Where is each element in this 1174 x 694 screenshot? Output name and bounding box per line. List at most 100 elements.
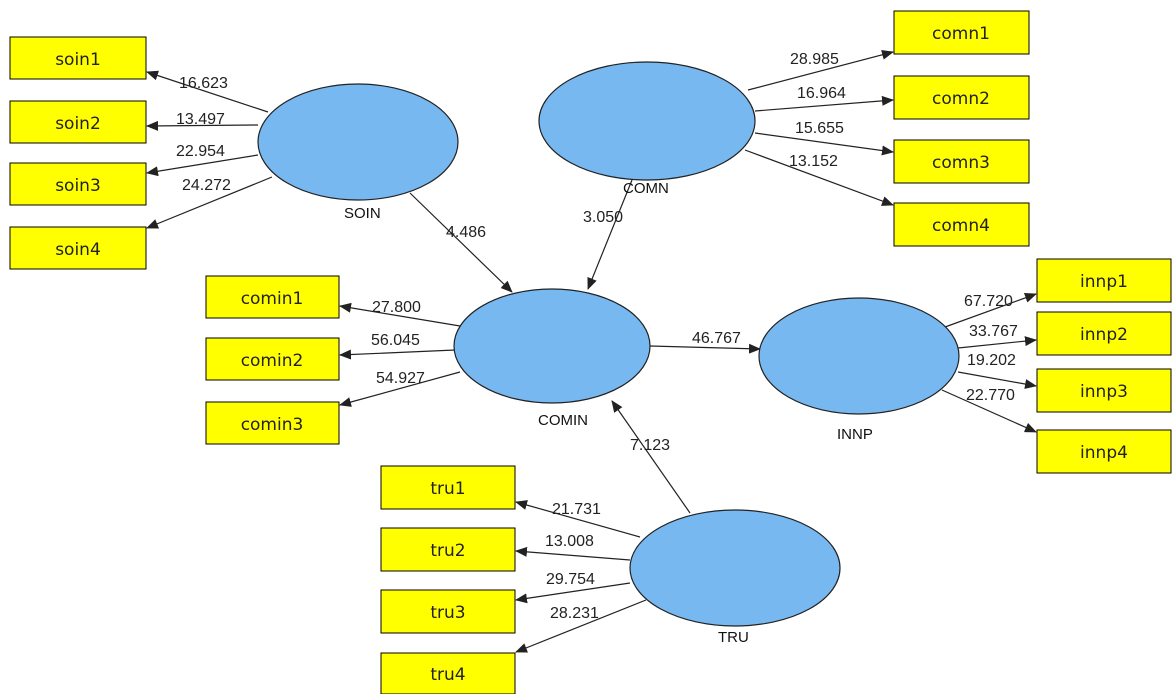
loading-comin3: 54.927 xyxy=(376,370,425,387)
path-comn-comin xyxy=(587,179,633,290)
loading-soin4: 24.272 xyxy=(182,177,231,194)
indicator-comn2-label: comn2 xyxy=(932,89,990,109)
edge-comn-comn1 xyxy=(747,49,894,91)
indicator-tru4: tru4 xyxy=(380,652,516,694)
indicator-innp4: innp4 xyxy=(1036,429,1172,474)
edge-tru-tru3 xyxy=(515,582,631,604)
path-soin-comin xyxy=(409,192,513,293)
latent-comn: COMN xyxy=(538,61,756,197)
indicator-comin3-label: comin3 xyxy=(241,415,304,435)
latent-comn-label: COMN xyxy=(623,180,669,197)
indicator-soin2: soin2 xyxy=(9,100,147,144)
loading-innp1: 67.720 xyxy=(964,293,1013,310)
loading-tru3: 29.754 xyxy=(546,571,595,588)
indicator-comin1: comin1 xyxy=(205,275,340,319)
indicator-comn1-label: comn1 xyxy=(932,24,990,44)
loading-comin2: 56.045 xyxy=(371,332,420,349)
edge-innp-innp2 xyxy=(957,336,1037,349)
edge-innp-innp4 xyxy=(941,389,1037,433)
loading-tru2: 13.008 xyxy=(545,533,594,550)
edge-comin-comin1 xyxy=(339,302,461,327)
indicator-comn4-label: comn4 xyxy=(932,216,990,236)
indicator-innp1-label: innp1 xyxy=(1080,272,1128,292)
loading-comn2: 16.964 xyxy=(797,85,846,102)
indicator-comin2-label: comin2 xyxy=(241,351,304,371)
latent-soin-ellipse xyxy=(257,83,459,201)
indicator-soin3-label: soin3 xyxy=(55,176,101,196)
indicator-innp2-label: innp2 xyxy=(1080,325,1128,345)
latent-comin-label: COMIN xyxy=(538,412,588,429)
latent-tru-ellipse xyxy=(629,509,841,627)
edge-innp-innp3 xyxy=(957,371,1037,389)
loading-innp3: 19.202 xyxy=(967,352,1016,369)
latent-comn-ellipse xyxy=(538,61,756,181)
indicator-innp3: innp3 xyxy=(1036,368,1172,413)
indicator-comn4: comn4 xyxy=(893,202,1030,247)
loading-comn1: 28.985 xyxy=(790,51,839,68)
path-coef-tru-comin: 7.123 xyxy=(630,437,670,454)
loading-tru1: 21.731 xyxy=(552,501,601,518)
loading-soin3: 22.954 xyxy=(176,143,225,160)
indicator-tru1-label: tru1 xyxy=(430,479,465,499)
latent-soin-label: SOIN xyxy=(344,205,381,222)
indicator-tru3-label: tru3 xyxy=(430,603,465,623)
latent-innp: INNP xyxy=(758,297,960,443)
indicator-tru3: tru3 xyxy=(380,589,516,634)
path-coef-soin-comin: 4.486 xyxy=(446,224,486,241)
latent-comin-ellipse xyxy=(453,288,651,404)
edge-comn-comn4 xyxy=(744,149,894,206)
indicator-tru2-label: tru2 xyxy=(430,541,465,561)
indicator-comin3: comin3 xyxy=(205,401,340,445)
edge-comn-comn2 xyxy=(754,95,894,112)
indicator-innp1: innp1 xyxy=(1036,258,1172,303)
latent-tru: TRU xyxy=(629,509,841,646)
indicator-innp2: innp2 xyxy=(1036,311,1172,356)
loading-innp2: 33.767 xyxy=(969,323,1018,340)
edge-soin-soin2 xyxy=(146,120,259,131)
indicator-innp4-label: innp4 xyxy=(1080,443,1128,463)
indicator-tru2: tru2 xyxy=(380,527,516,572)
loading-tru4: 28.231 xyxy=(550,605,599,622)
edge-comin-comin2 xyxy=(339,349,456,360)
edge-tru-tru2 xyxy=(515,546,631,561)
edge-tru-tru4 xyxy=(515,599,647,653)
indicator-comn3-label: comn3 xyxy=(932,153,990,173)
indicator-soin1: soin1 xyxy=(9,36,147,80)
path-tru-comin xyxy=(611,400,691,514)
edge-soin-soin4 xyxy=(146,176,273,229)
edge-tru-tru1 xyxy=(515,500,641,538)
edge-soin-soin3 xyxy=(146,154,259,177)
indicator-comin1-label: comin1 xyxy=(241,289,304,309)
indicator-comn1: comn1 xyxy=(893,10,1030,55)
loading-innp4: 22.770 xyxy=(966,387,1015,404)
path-coef-comn-comin: 3.050 xyxy=(583,209,623,226)
indicator-soin2-label: soin2 xyxy=(55,114,101,134)
indicator-comn2: comn2 xyxy=(893,75,1030,120)
indicator-tru4-label: tru4 xyxy=(430,665,465,685)
indicator-comn3: comn3 xyxy=(893,139,1030,184)
latent-soin: SOIN xyxy=(257,83,459,222)
indicator-soin1-label: soin1 xyxy=(55,50,101,70)
loading-comn3: 15.655 xyxy=(795,120,844,137)
latent-comin: COMIN xyxy=(453,288,651,429)
edge-comin-comin3 xyxy=(339,371,461,407)
latent-innp-ellipse xyxy=(758,297,960,415)
edge-innp-innp1 xyxy=(944,293,1037,328)
loading-comn4: 13.152 xyxy=(789,153,838,170)
path-comin-innp xyxy=(649,343,761,354)
loading-soin2: 13.497 xyxy=(176,111,225,128)
path-coef-comin-innp: 46.767 xyxy=(692,330,741,347)
indicator-soin4-label: soin4 xyxy=(55,240,101,260)
loading-soin1: 16.623 xyxy=(179,75,228,92)
latent-innp-label: INNP xyxy=(837,426,873,443)
indicator-tru1: tru1 xyxy=(380,465,516,510)
indicator-soin3: soin3 xyxy=(9,162,147,206)
indicator-comin2: comin2 xyxy=(205,337,340,381)
indicator-innp3-label: innp3 xyxy=(1080,382,1128,402)
edge-comn-comn3 xyxy=(754,132,894,156)
edge-soin-soin1 xyxy=(146,70,269,113)
latent-tru-label: TRU xyxy=(718,629,749,646)
indicator-soin4: soin4 xyxy=(9,226,147,270)
